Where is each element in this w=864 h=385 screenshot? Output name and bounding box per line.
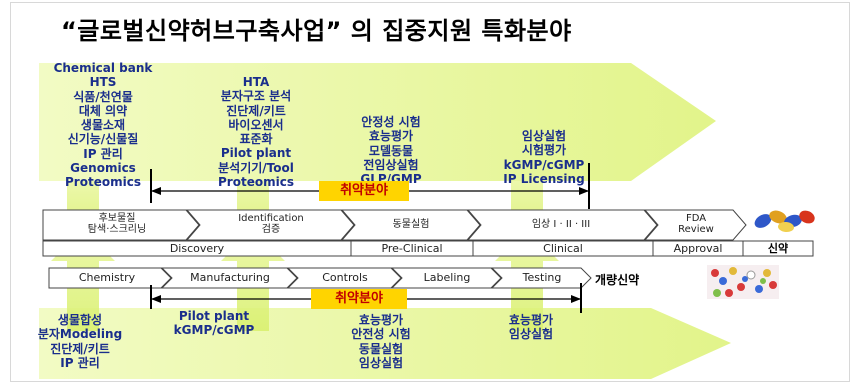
phase-new-drug: 신약 [767, 242, 789, 255]
list-item: 식품/천연물 [73, 89, 133, 104]
list-item: 바이오센서 [228, 117, 284, 132]
list-item: 신기능/신물질 [67, 132, 139, 147]
list-item: Pilot plant [178, 309, 250, 323]
list-item: 생물소재 [80, 118, 126, 133]
list-item: kGMP/cGMP [173, 323, 255, 338]
list-item: IP 관리 [60, 355, 100, 370]
top-column-2: HTA 분자구조 분석 진단제/키트 바이오센서 표준화 Pilot plant… [196, 75, 316, 189]
list-item: 진단제/키트 [50, 341, 110, 356]
process-controls: Controls [322, 271, 368, 284]
list-item: 전임상실험 [363, 157, 419, 172]
stage-candidate-line1: 후보물질 [98, 213, 136, 224]
stage-identification-line2: 검증 [261, 224, 281, 235]
list-item: Proteomics [65, 175, 141, 190]
phase-approval: Approval [673, 242, 723, 255]
stage-identification-line1: Identification [238, 213, 304, 224]
top-column-1: Chemical bank HTS 식품/천연물 대체 의약 생물소재 신기능/… [43, 61, 163, 190]
list-item: 시험평가 [521, 143, 567, 158]
stage-clinical-trials: 임상 I · II · III [531, 219, 591, 230]
new-drug-cell [742, 240, 814, 257]
bottom-band [39, 308, 731, 379]
page-title: “글로벌신약허브구축사업” 의 집중지원 특화분야 [61, 17, 572, 45]
stage-candidate-line2: 탐색·스크리닝 [87, 224, 147, 235]
process-labeling: Labeling [423, 271, 471, 284]
list-item: Pilot plant [220, 146, 292, 161]
pills-image-top [754, 210, 815, 233]
top-column-4: 임상실험 시험평가 kGMP/cGMP IP Licensing [489, 129, 599, 186]
process-testing: Testing [522, 271, 562, 284]
stage-chevron-4 [466, 209, 658, 241]
bottom-column-3: 효능평가 안전성 시험 동물실험 임상실험 [331, 313, 431, 370]
process-chevron-3 [286, 267, 402, 289]
list-item: 임상실험 [521, 129, 567, 143]
list-item: IP Licensing [503, 171, 585, 186]
bottom-column-1: 생물합성 분자Modeling 진단제/키트 IP 관리 [25, 313, 135, 370]
list-item: 분석기기/Tool [218, 160, 294, 175]
list-item: HTA [242, 75, 270, 89]
weak-area-label-bottom: 취약분야 [311, 289, 407, 309]
process-chevron-4 [390, 267, 502, 289]
background-graphics [39, 63, 815, 379]
process-chevron-1 [48, 267, 172, 289]
list-item: 안정성 시험 [361, 115, 421, 129]
bottom-column-2: Pilot plant kGMP/cGMP [159, 309, 269, 338]
stage-chevron-2 [185, 209, 355, 241]
list-item: 진단제/키트 [226, 103, 286, 118]
stage-chevron-1 [42, 209, 200, 241]
process-manufacturing: Manufacturing [190, 271, 270, 284]
list-item: 안전성 시험 [351, 327, 411, 342]
list-item: 임상실험 [508, 327, 554, 342]
slide: “글로벌신약허브구축사업” 의 집중지원 특화분야 Chemical bank … [10, 2, 850, 382]
improved-drug-label: 개량신약 [595, 273, 640, 287]
list-item: Genomics [70, 161, 136, 176]
list-item: kGMP/cGMP [503, 157, 585, 172]
weak-area-label-top: 취약분야 [319, 181, 409, 201]
phase-discovery: Discovery [169, 242, 225, 255]
bottom-column-4: 효능평가 임상실험 [486, 313, 576, 342]
process-chemistry: Chemistry [78, 271, 136, 284]
list-item: IP 관리 [83, 146, 123, 161]
list-item: 효능평가 [368, 129, 414, 144]
stage-fda-review: FDA Review [657, 213, 735, 235]
list-item: 표준화 [239, 132, 273, 147]
pills-image-bottom [707, 265, 779, 299]
list-item: 생물합성 [57, 313, 103, 327]
phase-clinical: Clinical [543, 242, 583, 255]
stage-chevron-5 [643, 209, 747, 241]
list-item: 모델동물 [368, 143, 414, 158]
phase-preclinical: Pre-Clinical [381, 242, 443, 255]
list-item: 분자구조 분석 [220, 89, 292, 104]
list-item: Chemical bank [53, 61, 153, 75]
list-item: 효능평가 [358, 313, 404, 327]
list-item: 분자Modeling [37, 327, 123, 342]
stage-fda-line1: FDA [685, 213, 707, 224]
list-item: 동물실험 [358, 341, 404, 356]
list-item: Proteomics [218, 175, 294, 190]
top-column-3: 안정성 시험 효능평가 모델동물 전임상실험 GLP/GMP [336, 115, 446, 186]
list-item: 대체 의약 [78, 103, 128, 118]
stage-animal-test: 동물실험 [392, 219, 430, 230]
stage-identification: Identification 검증 [201, 213, 341, 235]
list-item: 효능평가 [508, 313, 554, 327]
top-band [39, 63, 716, 181]
stage-candidate: 후보물질 탐색·스크리닝 [47, 213, 187, 235]
list-item: 임상실험 [358, 355, 404, 370]
process-chevron-2 [160, 267, 298, 289]
list-item: HTS [89, 75, 117, 90]
stage-chevron-3 [340, 209, 481, 241]
stage-fda-line2: Review [678, 224, 714, 235]
